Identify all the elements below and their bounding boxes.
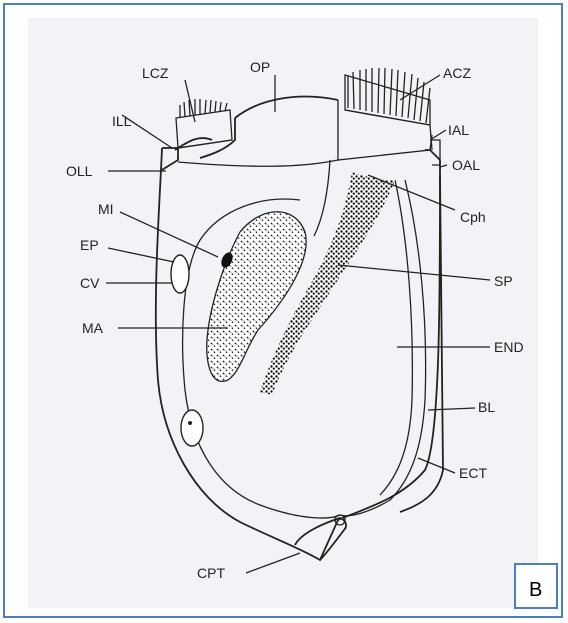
label-ial: IAL	[448, 122, 469, 138]
label-acz: ACZ	[443, 65, 471, 81]
panel-letter-box: B	[514, 563, 558, 609]
label-cph: Cph	[460, 209, 486, 225]
anterior-ciliary-zone	[338, 68, 440, 165]
label-cpt: CPT	[197, 565, 225, 581]
label-bl: BL	[478, 399, 495, 415]
label-ma: MA	[82, 320, 104, 336]
label-oll: OLL	[66, 163, 93, 179]
panel-letter: B	[529, 579, 542, 601]
label-ep: EP	[80, 237, 99, 253]
label-oal: OAL	[452, 157, 480, 173]
label-cv: CV	[80, 275, 100, 291]
label-mi: MI	[98, 201, 114, 217]
label-end: END	[494, 339, 524, 355]
label-ill: ILL	[112, 113, 132, 129]
left-ciliary-zone	[176, 99, 232, 148]
lower-vacuole	[181, 410, 203, 446]
label-ect: ECT	[459, 465, 487, 481]
label-sp: SP	[494, 273, 513, 289]
contractile-vacuole	[171, 255, 189, 293]
label-op: OP	[250, 59, 270, 75]
label-lcz: LCZ	[142, 65, 169, 81]
macronucleus	[207, 212, 306, 382]
